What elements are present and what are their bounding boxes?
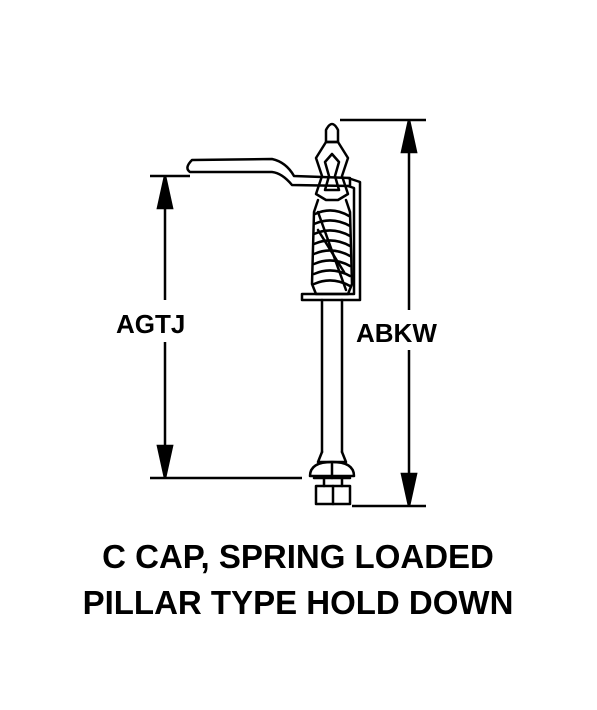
abkw-arrow-up <box>400 119 418 154</box>
pillar-top-tip <box>324 122 340 144</box>
dimension-agtj <box>150 174 302 480</box>
pillar-upper-clip <box>314 140 350 202</box>
caption-line-2: PILLAR TYPE HOLD DOWN <box>83 584 514 621</box>
spring-coils <box>312 209 352 292</box>
caption-line-1: C CAP, SPRING LOADED <box>102 538 494 575</box>
hold-down-part <box>186 122 362 506</box>
dimension-label-agtj: AGTJ <box>116 309 185 339</box>
dimension-abkw <box>340 118 426 508</box>
abkw-arrow-down <box>400 472 418 507</box>
agtj-arrow-down <box>156 444 174 479</box>
agtj-arrow-up <box>156 175 174 210</box>
dimension-label-abkw: ABKW <box>356 318 437 348</box>
pillar-lower-neck <box>316 450 348 464</box>
c-bracket <box>300 176 362 302</box>
lower-screw-head <box>308 460 356 478</box>
c-cap-lever <box>186 157 352 188</box>
